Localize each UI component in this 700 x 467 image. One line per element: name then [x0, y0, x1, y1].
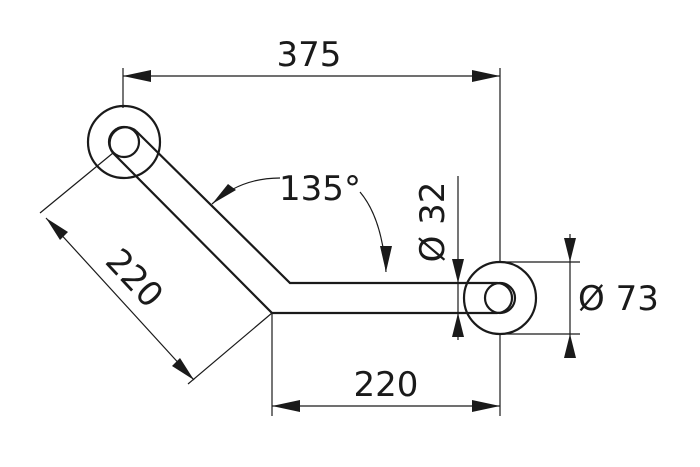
straight-leg-label: 220	[354, 365, 419, 405]
tube-top-edge	[135, 130, 497, 285]
angled-leg-dimension: 220	[39, 152, 273, 385]
flange-diameter-dimension: Ø 73	[503, 234, 659, 358]
angle-arrowhead-left	[212, 184, 236, 204]
angle-label: 135°	[279, 169, 361, 209]
flange-diameter-label: Ø 73	[578, 279, 659, 319]
tube-diameter-arrowhead-bottom	[452, 313, 464, 337]
angled-leg-dimension-line	[45, 217, 195, 381]
overall-width-dimension: 375	[122, 35, 501, 262]
flange-diameter-arrowhead-bottom	[564, 334, 576, 358]
flange-diameter-arrowhead-top	[564, 238, 576, 262]
straight-leg-arrowhead-left	[272, 400, 300, 412]
right-flange-inner	[483, 281, 517, 315]
left-flange-outer	[86, 104, 162, 180]
angle-arc-left	[211, 177, 281, 205]
tube-diameter-dimension: Ø 32	[413, 176, 497, 340]
arrowhead-right	[472, 70, 500, 82]
tube-diameter-label: Ø 32	[413, 182, 453, 263]
tube-start-cap	[108, 126, 137, 154]
straight-leg-dimension: 220	[271, 313, 501, 416]
angled-leg-ext-bottom	[187, 312, 273, 385]
right-flange-outer	[462, 260, 538, 336]
straight-leg-arrowhead-right	[472, 400, 500, 412]
overall-width-label: 375	[277, 35, 342, 75]
angled-leg-ext-top	[39, 152, 114, 214]
angled-leg-label: 220	[97, 241, 171, 316]
angled-leg-arrowhead-bottom	[172, 358, 194, 380]
tube-diameter-arrowhead-top	[452, 259, 464, 283]
angle-arrowhead-right	[380, 246, 392, 272]
angled-leg-arrowhead-top	[46, 218, 68, 240]
arrowhead-left	[123, 70, 151, 82]
angle-arc-right	[359, 191, 387, 273]
angle-dimension: 135°	[211, 169, 392, 273]
tube-end-cap	[496, 281, 514, 315]
